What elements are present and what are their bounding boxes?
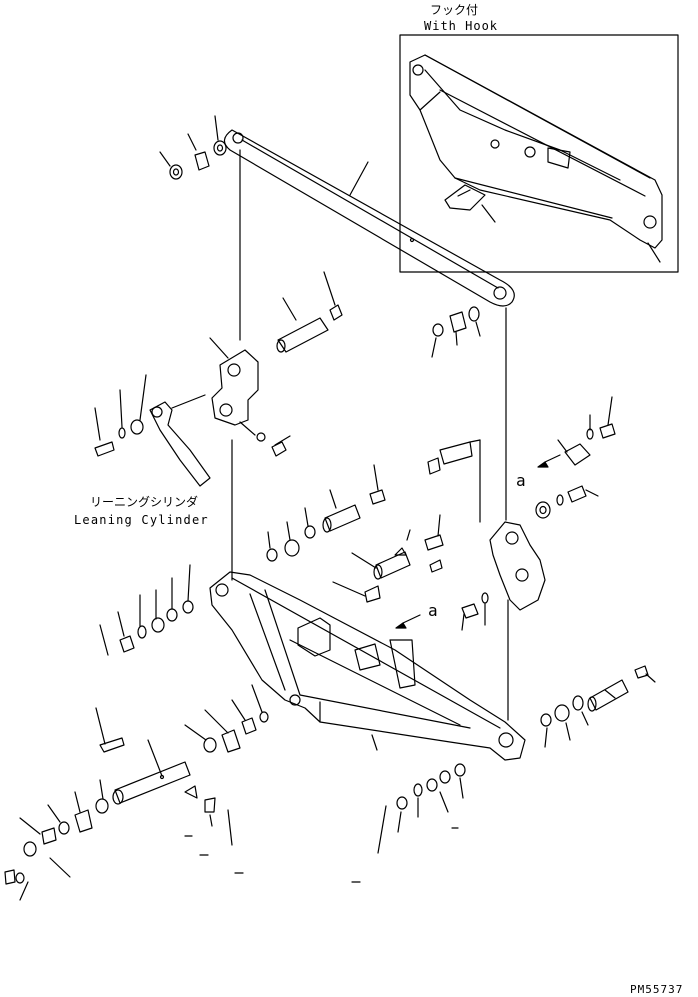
- top-left-washers: [159, 115, 227, 180]
- left-clevis-assembly: [209, 271, 343, 457]
- right-pin: [540, 665, 656, 748]
- middle-pins: [266, 464, 444, 603]
- inset-frame: [399, 34, 679, 273]
- leaning-cylinder: [94, 374, 211, 487]
- upper-link-bar: [223, 129, 515, 307]
- with-hook-inset: [399, 34, 679, 273]
- view-arrow-lower: [395, 614, 421, 629]
- right-clevis-assembly: [427, 396, 616, 631]
- inset-title-en: With Hook: [424, 19, 498, 33]
- main-lower-arm: [209, 571, 526, 761]
- right-top-washers: [431, 306, 481, 358]
- hook-frame-arm: [409, 54, 663, 249]
- lower-left-pin: [4, 684, 269, 901]
- leaning-cylinder-label-jp: リーニングシリンダ: [90, 494, 198, 509]
- view-label-a-lower: a: [428, 601, 438, 620]
- figure-code: PM55737: [630, 983, 683, 996]
- leaning-cylinder-label-en: Leaning Cylinder: [74, 513, 209, 527]
- left-washer-stack: [99, 564, 194, 656]
- lower-right-nuts: [377, 763, 466, 854]
- view-arrow-upper: [537, 454, 561, 468]
- view-label-a-upper: a: [516, 471, 526, 490]
- hook: [444, 184, 486, 211]
- inset-title-jp: フック付: [430, 3, 478, 17]
